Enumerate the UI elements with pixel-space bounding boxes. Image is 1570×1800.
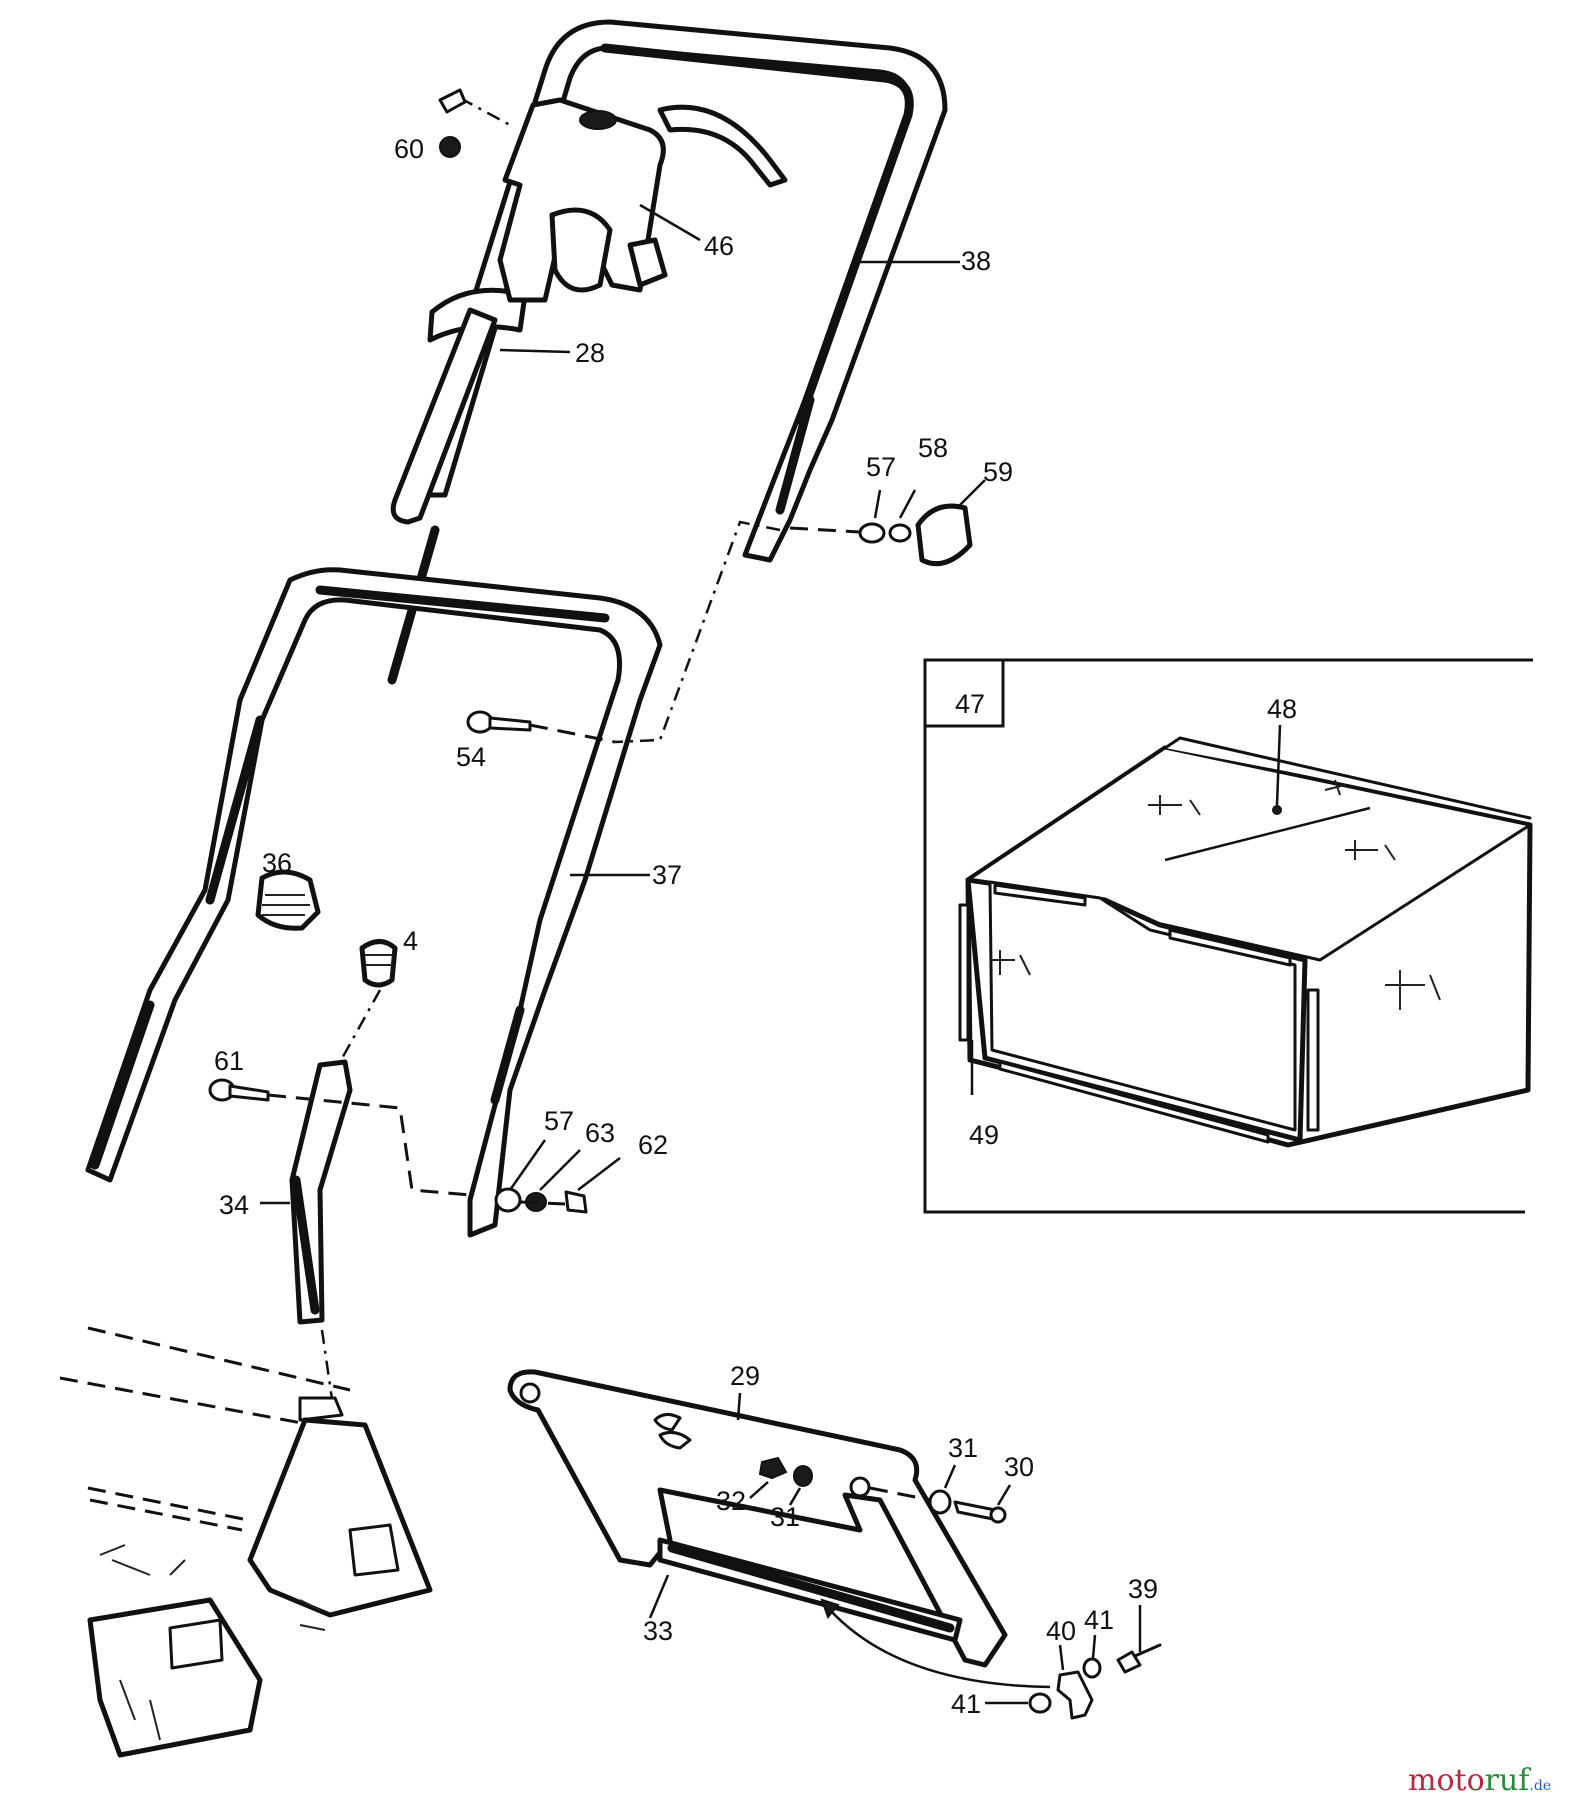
catcher-logo-marks — [990, 779, 1441, 1010]
callout-60: 60 — [394, 134, 424, 164]
callout-32: 32 — [716, 1486, 746, 1516]
screw-60 — [438, 88, 511, 158]
lower-handle — [85, 567, 663, 1238]
motoruf-watermark: motoruf.de — [1408, 1763, 1551, 1798]
callout-28: 28 — [575, 338, 605, 368]
callout-4: 4 — [403, 926, 418, 956]
callout-38: 38 — [961, 246, 991, 276]
watermark-moto: moto — [1408, 1763, 1485, 1798]
callout-34: 34 — [219, 1190, 249, 1220]
catcher-frame — [507, 1369, 1162, 1720]
part-36 — [255, 869, 321, 931]
callout-46: 46 — [704, 231, 734, 261]
watermark-ruf: ruf — [1485, 1763, 1532, 1798]
callout-49: 49 — [969, 1120, 999, 1150]
callout-63: 63 — [585, 1118, 615, 1148]
callout-54: 54 — [456, 742, 486, 772]
knob-assembly — [614, 479, 986, 744]
callout-59: 59 — [983, 457, 1013, 487]
callout-30: 30 — [1004, 1452, 1034, 1482]
callout-labels: 60 46 38 28 57 58 59 47 48 49 54 36 37 4… — [214, 134, 1297, 1719]
svg-text:motoruf.de: motoruf.de — [1408, 1763, 1551, 1798]
callout-47: 47 — [955, 689, 985, 719]
callout-31-lower: 31 — [770, 1502, 800, 1532]
callout-33: 33 — [643, 1616, 673, 1646]
watermark-tld: .de — [1529, 1778, 1551, 1794]
callout-61: 61 — [214, 1046, 244, 1076]
callout-41-upper: 41 — [1084, 1605, 1114, 1635]
callout-37: 37 — [652, 860, 682, 890]
switch-box — [497, 97, 960, 303]
callout-39: 39 — [1128, 1574, 1158, 1604]
callout-41-lower: 41 — [951, 1689, 981, 1719]
callout-29: 29 — [730, 1361, 760, 1391]
callout-62: 62 — [638, 1130, 668, 1160]
part-4 — [328, 939, 398, 1081]
fastener-set-61-62 — [208, 1078, 621, 1214]
bolt-54 — [466, 710, 616, 744]
callout-48: 48 — [1267, 694, 1297, 724]
callout-40: 40 — [1046, 1616, 1076, 1646]
grass-catcher-inset — [923, 658, 1533, 1214]
callout-57-lower: 57 — [544, 1106, 574, 1136]
callout-31-upper: 31 — [948, 1433, 978, 1463]
callout-58: 58 — [918, 433, 948, 463]
bracket-34 — [260, 1059, 353, 1421]
mower-deck-outline — [59, 1326, 433, 1758]
callout-36: 36 — [262, 848, 292, 878]
callout-57-upper: 57 — [866, 452, 896, 482]
